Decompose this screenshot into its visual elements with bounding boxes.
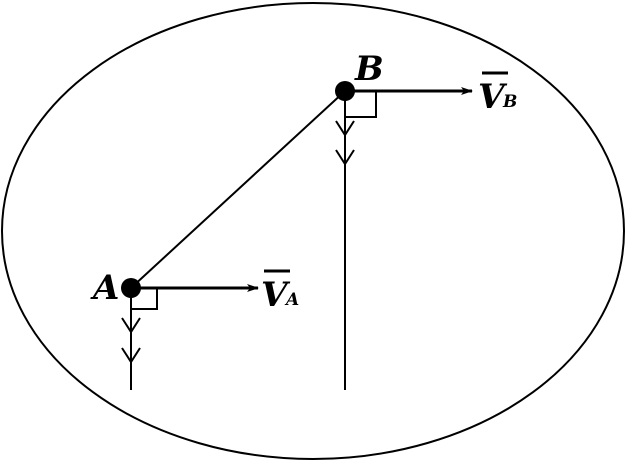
label-vector-va: V A (261, 269, 299, 315)
point-a (121, 278, 141, 298)
label-point-b: B (354, 49, 384, 89)
vector-va-symbol: V (261, 275, 291, 315)
chevron-b-1 (335, 120, 355, 137)
chevron-b-2 (335, 149, 355, 166)
right-angle-marker-b (345, 91, 377, 118)
vector-vb-symbol: V (478, 77, 508, 117)
link-ab (130, 90, 346, 289)
point-b (335, 81, 355, 101)
vector-va-subscript: A (284, 290, 299, 310)
label-vector-vb: V B (478, 71, 517, 117)
label-point-a: A (90, 268, 119, 308)
chevron-a-1 (121, 317, 141, 334)
right-angle-marker-a (131, 288, 158, 310)
vector-vb-subscript: B (502, 92, 517, 112)
chevron-a-2 (121, 347, 141, 364)
